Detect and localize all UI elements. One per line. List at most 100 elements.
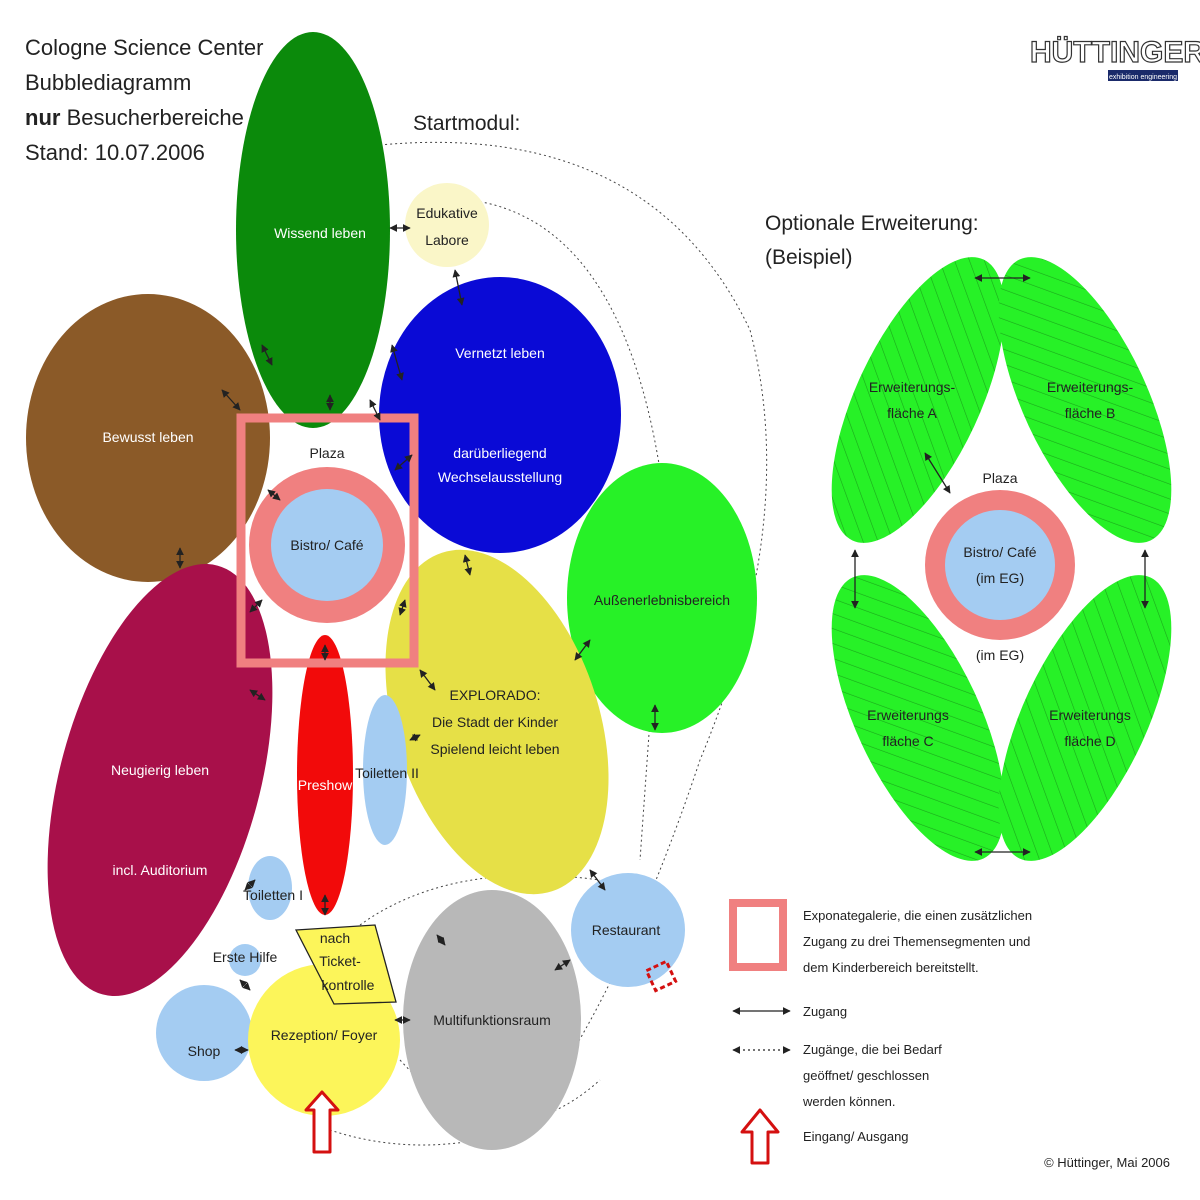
legend-zugang-label: Zugang [803, 1004, 847, 1019]
darueberliegend-label-line-1: darüberliegend [453, 445, 546, 461]
expansion-bistro-label-line-1: Bistro/ Café [963, 544, 1036, 560]
erweiterung-b-label-line-1: Erweiterungs- [1047, 379, 1134, 395]
bewusst-leben-label: Bewusst leben [102, 429, 193, 445]
arrow-explorado-aussen [574, 639, 591, 661]
optional-expansion-diagram: Erweiterungs- fläche A Erweiterungs- flä… [831, 257, 1172, 861]
arrow-toiletten2-explorado [409, 733, 421, 742]
explorado-bubble [385, 549, 609, 895]
explorado-label-line-1: EXPLORADO: [449, 687, 540, 703]
expansion-bistro-bubble [945, 510, 1055, 620]
arrow-vernetzt-plaza [369, 399, 381, 421]
erweiterung-a-label-line-2: fläche A [887, 405, 937, 421]
aussenerlebnisbereich-label: Außenerlebnisbereich [594, 592, 730, 608]
arrow-vernetzt-explorado [462, 554, 473, 576]
title-rest: Besucherbereiche [60, 105, 243, 130]
arrow-explorado-restaurant [589, 869, 606, 891]
multifunktionsraum-bubble [403, 890, 581, 1150]
title-bold-word: nur [25, 105, 61, 130]
multifunktionsraum-label: Multifunktionsraum [433, 1012, 551, 1028]
bistro-cafe-bubble [271, 489, 383, 601]
plaza-label: Plaza [309, 445, 344, 461]
erweiterung-c-label-line-1: Erweiterungs [867, 707, 949, 723]
edukative-labore-bubble [405, 183, 489, 267]
legend-optional-line-3: werden können. [802, 1094, 896, 1109]
erweiterung-b-label-line-2: fläche B [1065, 405, 1116, 421]
aussenerlebnisbereich-bubble [567, 463, 757, 733]
ticket-label-line-1: nach [320, 930, 350, 946]
auditorium-label: incl. Auditorium [113, 862, 208, 878]
edukative-label-line-2: Labore [425, 232, 469, 248]
legend-optional-line-2: geöffnet/ geschlossen [803, 1068, 929, 1083]
arrow-plaza-neugierig [249, 599, 263, 613]
expansion-access-arrows [851, 274, 1149, 856]
preshow-bubble [297, 635, 353, 915]
toiletten-2-label: Toiletten II [355, 765, 419, 781]
bistro-cafe-label: Bistro/ Café [290, 537, 363, 553]
exponate-gallery-frame [236, 413, 419, 668]
legend-entrance-label: Eingang/ Ausgang [803, 1129, 909, 1144]
arrow-toiletten1-foyer [244, 879, 256, 891]
dotted-path-aussen-restaurant [639, 719, 651, 861]
arrow-bewusst-gallery [221, 389, 241, 411]
logo-tagline-bar [1108, 70, 1178, 81]
rezeption-foyer-label: Rezeption/ Foyer [271, 1027, 378, 1043]
erweiterung-d-label-line-2: fläche D [1064, 733, 1115, 749]
arrow-multi-restaurant [554, 959, 571, 971]
logo-text: HÜTTINGER [1030, 36, 1200, 69]
arrow-wissend-bewusst [261, 344, 273, 366]
arrow-plaza-vernetzt [394, 454, 413, 471]
title-line-3: nur Besucherbereiche [25, 105, 244, 130]
arrow-edukative-vernetzt [452, 269, 465, 306]
startmodul-label: Startmodul: [413, 112, 520, 135]
erweiterung-b-bubble [998, 257, 1172, 543]
neugierig-leben-label: Neugierig leben [111, 762, 209, 778]
logo-tagline: exhibition engineering [1109, 74, 1177, 81]
bewusst-leben-bubble [26, 294, 270, 582]
legend: Exponategalerie, die einen zusätzlichen … [729, 899, 1032, 1165]
vernetzt-leben-bubble [379, 277, 621, 553]
expansion-ring-bottom-label: (im EG) [976, 647, 1024, 663]
restaurant-bubble [571, 873, 685, 987]
arrow-multi-top [436, 934, 446, 946]
darueberliegend-label-line-2: Wechselausstellung [438, 469, 562, 485]
preshow-label: Preshow [298, 777, 353, 793]
legend-gallery-line-3: dem Kinderbereich bereitstellt. [803, 960, 979, 975]
edukative-label-line-1: Edukative [416, 205, 478, 221]
arrow-erste-hilfe-foyer [239, 979, 251, 991]
expansion-bistro-label-line-2: (im EG) [976, 570, 1024, 586]
erste-hilfe-bubble [229, 944, 261, 976]
shop-label: Shop [188, 1043, 221, 1059]
erweiterung-d-label-line-1: Erweiterungs [1049, 707, 1131, 723]
toiletten-1-bubble [248, 856, 292, 920]
explorado-label-line-3: Spielend leicht leben [430, 741, 559, 757]
neugierig-leben-bubble [47, 564, 273, 996]
optional-heading: Optionale Erweiterung: [765, 212, 979, 235]
arrow-a-plaza [924, 452, 951, 494]
wissend-leben-bubble [236, 32, 390, 428]
legend-entrance-arrow-icon [740, 1108, 780, 1165]
arrow-plaza-explorado [398, 599, 407, 616]
erweiterung-c-bubble [831, 575, 1005, 861]
legend-gallery-swatch [729, 899, 787, 971]
expansion-plaza-label: Plaza [982, 470, 1017, 486]
legend-gallery-line-1: Exponategalerie, die einen zusätzlichen [803, 908, 1032, 923]
shop-bubble [156, 985, 252, 1081]
arrow-gallery-neugierig [249, 689, 266, 701]
legend-optional-line-1: Zugänge, die bei Bedarf [803, 1042, 942, 1057]
restaurant-label: Restaurant [592, 922, 661, 938]
huttinger-logo: HÜTTINGER exhibition engineering [1029, 35, 1200, 81]
erweiterung-d-bubble [998, 575, 1172, 861]
erweiterung-a-bubble [831, 257, 1005, 543]
arrow-plaza-left [267, 489, 281, 501]
arrow-gallery-explorado [419, 669, 436, 691]
legend-gallery-line-2: Zugang zu drei Themensegmenten und [803, 934, 1030, 949]
erste-hilfe-label: Erste Hilfe [213, 949, 278, 965]
explorado-label-line-2: Die Stadt der Kinder [432, 714, 558, 730]
dotted-path-edukative-aussen [469, 199, 661, 471]
toiletten-2-bubble [363, 695, 407, 845]
date-text: Stand: 10.07.2006 [25, 140, 205, 165]
dashed-access-square [644, 959, 678, 993]
access-arrows [176, 224, 659, 1054]
wissend-leben-label: Wissend leben [274, 225, 366, 241]
